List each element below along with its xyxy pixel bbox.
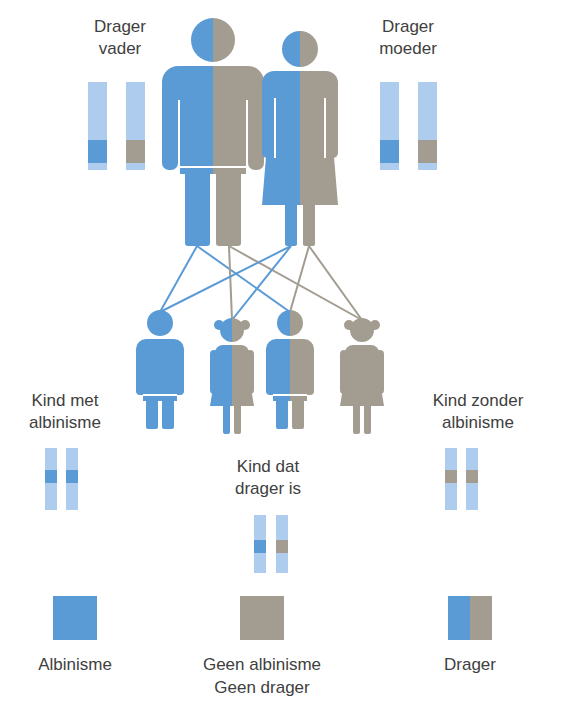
chromosome-icon [380,82,437,170]
node-heading: Kind met albinisme [20,390,110,434]
legend-swatch [240,596,284,640]
chromosome-icon [445,448,478,510]
chromosome-bar [254,515,266,573]
child-figure [136,310,184,429]
child-half [210,318,232,434]
chromosome-bar [466,448,478,510]
belt-line [143,394,177,396]
father-shape [162,18,213,246]
chromosome-bar [66,448,78,510]
legend-item: Geen albinisme Geen drager [197,596,327,696]
legend-swatch [53,596,97,640]
chromosome-bar [276,515,288,573]
chromosome-icon [254,515,288,573]
inheritance-line [309,246,362,320]
inheritance-lines [160,246,362,320]
father-figure [162,18,264,246]
node-heading: Drager vader [85,16,155,60]
child-shape [340,318,384,434]
arm-gap [274,98,276,158]
chromosome-pair: Kind zonder albinisme [418,390,538,512]
gene-band [418,140,437,163]
mother-figure [262,31,338,246]
father-half [162,18,213,246]
mother-half [300,31,338,246]
chromosome-pair: Drager vader [70,16,170,172]
chromosome-bar [418,82,437,170]
legend-text: Geen albinisme Geen drager [197,653,327,699]
mother-shape [300,31,338,246]
legend-item: Drager [410,596,530,696]
figure-detail [275,98,325,158]
legend-swatch [448,596,492,640]
swatch-fill [240,596,284,640]
legend-text: Albinisme [20,653,130,676]
boy-shape [290,310,314,429]
child-half [266,310,290,429]
legend-text: Drager [410,653,530,676]
gene-band [45,470,57,483]
girl-shape [340,318,384,434]
chromosome-bar [380,82,399,170]
girl-shape [210,318,232,434]
child-figure [210,318,254,434]
boy-shape [136,310,184,429]
chromosome-bar [88,82,107,170]
belt-line [180,166,246,168]
chromosome-icon [88,82,145,170]
gene-band [254,540,266,553]
gene-band [88,140,107,163]
swatch-half [448,596,470,640]
girl-shape [232,318,254,434]
child-half [290,310,314,429]
child-shape [136,310,184,429]
belt-line [273,394,307,396]
chromosome-bar [445,448,457,510]
node-heading: Kind dat drager is [223,456,313,500]
swatch-fill [53,596,97,640]
gene-band [380,140,399,163]
child-half [232,318,254,434]
arm-gap [246,100,248,170]
gene-band [466,470,478,483]
chromosome-bar [126,82,145,170]
mother-shape [262,31,300,246]
inheritance-line [290,246,309,312]
gene-band [276,540,288,553]
boy-shape [266,310,290,429]
chromosome-pair: Drager moeder [358,16,458,172]
swatch-half [470,596,492,640]
inheritance-line [232,246,291,320]
arm-gap [178,100,180,170]
inheritance-line [229,246,232,320]
node-heading: Drager moeder [371,16,446,60]
mother-half [262,31,300,246]
gene-band [66,470,78,483]
father-shape [213,18,264,246]
chromosome-pair: Kind dat drager is [213,456,323,574]
father-half [213,18,264,246]
child-figure [266,310,314,429]
inheritance-line [160,246,291,312]
inheritance-line [229,246,362,320]
arm-gap [324,98,326,158]
chromosome-pair: Kind met albinisme [10,390,120,512]
chromosome-bar [45,448,57,510]
figure-detail [179,100,247,170]
inheritance-line [197,246,290,312]
gene-band [126,140,145,163]
chromosome-icon [45,448,78,510]
gene-band [445,470,457,483]
legend-item: Albinisme [20,596,130,696]
child-figure [340,318,384,434]
node-heading: Kind zonder albinisme [423,390,533,434]
